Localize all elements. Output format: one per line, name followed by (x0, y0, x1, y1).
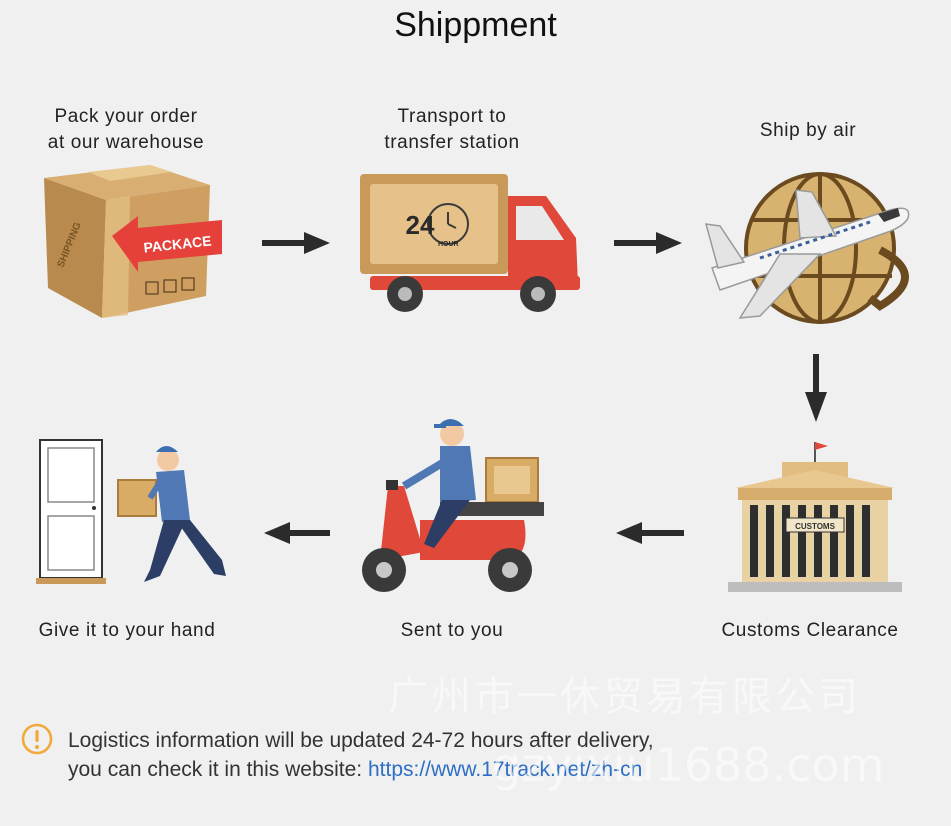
note-line-2-text: you can check it in this website: (68, 758, 368, 781)
step-label-line: Customs Clearance (721, 620, 899, 641)
watermark-company: 广州市一休贸易有限公司 (388, 674, 861, 720)
clock-number: 24 (406, 210, 435, 240)
step-label-line: Give it to your hand (38, 620, 216, 641)
step-label-line: at our warehouse (47, 132, 205, 153)
courier-door-icon (36, 439, 226, 584)
step-label-line: Sent to you (400, 620, 504, 641)
arrow-air-to-customs (805, 354, 827, 422)
step-label-transport: Transport to transfer station (342, 104, 562, 156)
step-label-air: Ship by air (698, 118, 918, 144)
note-line-2: you can check it in this website: https:… (68, 755, 654, 784)
airplane-globe-icon (704, 172, 910, 324)
step-label-line: transfer station (384, 132, 520, 153)
step-label-pack: Pack your order at our warehouse (16, 104, 236, 156)
warning-icon (21, 723, 53, 755)
shipment-diagram: PACKACE SHIPPING 24 HOUR (36, 165, 910, 592)
note-line-1: Logistics information will be updated 24… (68, 729, 654, 752)
clock-unit: HOUR (438, 241, 459, 248)
step-label-hand: Give it to your hand (12, 618, 242, 644)
logistics-note: Logistics information will be updated 24… (68, 726, 654, 784)
arrow-transport-to-air (614, 232, 682, 254)
delivery-truck-icon: 24 HOUR (360, 174, 580, 312)
step-label-sent: Sent to you (342, 618, 562, 644)
scooter-courier-icon (362, 419, 544, 592)
page-title: Shippment (394, 6, 557, 44)
watermark-domain: gzyixiu1688.com (492, 738, 885, 792)
customs-sign: CUSTOMS (795, 522, 836, 531)
step-label-line: Pack your order (54, 106, 198, 127)
package-box-icon: PACKACE SHIPPING (44, 165, 222, 318)
customs-building-icon: CUSTOMS (728, 442, 902, 592)
step-label-line: Transport to (397, 106, 507, 127)
arrow-pack-to-transport (262, 232, 330, 254)
tracking-link[interactable]: https://www.17track.net/zh-cn (367, 758, 643, 781)
arrow-sent-to-hand (264, 522, 330, 544)
arrow-customs-to-sent (616, 522, 684, 544)
package-box-label: PACKACE (143, 233, 213, 256)
step-label-customs: Customs Clearance (700, 618, 920, 644)
step-label-line: Ship by air (759, 120, 857, 141)
